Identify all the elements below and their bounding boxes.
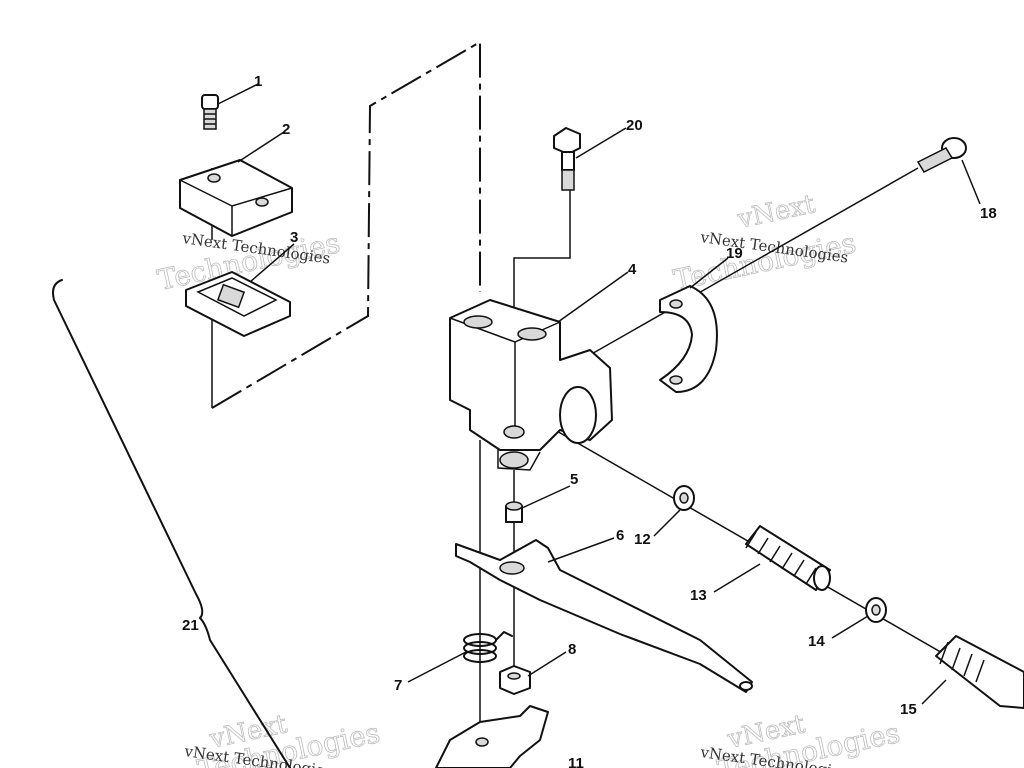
callout-1: 1 <box>254 73 262 90</box>
part-7-spring <box>463 631 513 663</box>
leader-lines <box>217 83 981 705</box>
callout-15: 15 <box>900 701 917 718</box>
part-20-bolt <box>553 127 581 191</box>
part-18-screw <box>916 137 967 173</box>
watermark-bottom-left: vNext Technologies vNext Technologies <box>182 709 383 768</box>
callout-3: 3 <box>290 229 298 246</box>
callout-11: 11 <box>568 755 584 768</box>
callout-18: 18 <box>980 205 997 222</box>
part-11-bracket <box>435 705 549 768</box>
callout-5: 5 <box>570 471 578 488</box>
part-15-adjuster <box>935 635 1024 709</box>
callout-14: 14 <box>808 633 825 650</box>
part-6-lever <box>455 539 753 693</box>
callout-13: 13 <box>690 587 707 604</box>
callout-6: 6 <box>616 527 624 544</box>
callout-labels: 1 2 3 4 5 6 7 8 11 12 13 14 15 18 19 20 … <box>182 73 997 768</box>
svg-text:vNext: vNext <box>734 189 818 235</box>
part-14-washer <box>865 597 887 623</box>
callout-2: 2 <box>282 121 290 138</box>
part-1-screw <box>201 94 219 130</box>
part-2-reservoir-cover <box>179 159 293 237</box>
callout-19: 19 <box>726 245 743 262</box>
callout-8: 8 <box>568 641 576 658</box>
watermark-bottom-right: vNext Technologies vNext Technologies <box>698 709 903 768</box>
part-5-bushing <box>505 501 523 523</box>
callout-21: 21 <box>182 617 199 634</box>
callout-12: 12 <box>634 531 651 548</box>
callout-20: 20 <box>626 117 643 134</box>
part-19-clamp <box>659 285 718 393</box>
part-4-master-cylinder <box>449 299 613 471</box>
part-12-washer <box>673 485 695 511</box>
part-3-diaphragm <box>185 271 291 337</box>
callout-4: 4 <box>628 261 637 278</box>
part-13-spring <box>745 525 831 591</box>
assembly-brace-21 <box>52 279 291 768</box>
part-8-nut <box>499 665 531 695</box>
callout-7: 7 <box>394 677 402 694</box>
